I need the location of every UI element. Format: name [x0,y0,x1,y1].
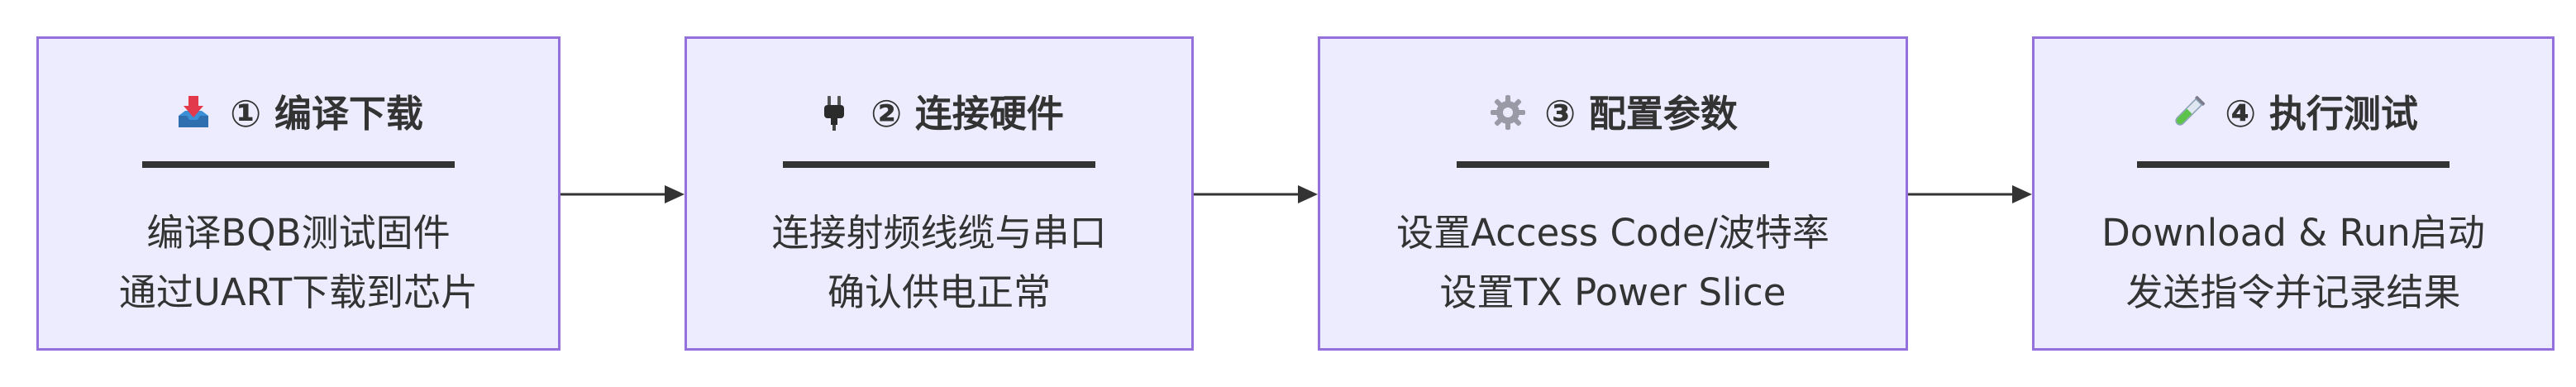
step-title: ③ 配置参数 [1320,84,1906,137]
gear-icon [1488,93,1528,132]
step-title: ① 编译下载 [39,84,558,137]
step-node-configure-parameters: ③ 配置参数 设置Access Code/波特率 设置TX Power Slic… [1318,36,1908,351]
step-description-line: Download & Run启动 [2101,211,2485,255]
edge-step3-step4 [1908,185,2032,203]
title-divider [1457,161,1769,168]
inbox-tray-icon [174,93,213,132]
edge-step1-step2 [561,185,685,203]
step-node-run-test: ④ 执行测试 Download & Run启动 发送指令并记录结果 [2032,36,2555,351]
step-description-line: 确认供电正常 [827,270,1051,314]
step-description-line: 设置TX Power Slice [1439,270,1787,314]
step-node-compile-download: ① 编译下载 编译BQB测试固件 通过UART下载到芯片 [36,36,561,351]
electric-plug-icon [814,93,854,132]
step-description-line: 发送指令并记录结果 [2125,270,2461,314]
step-description-line: 编译BQB测试固件 [146,211,451,255]
step-title: ④ 执行测试 [2035,84,2552,137]
step-description-line: 设置Access Code/波特率 [1396,211,1829,255]
test-tube-icon [2168,93,2208,132]
edge-step2-step3 [1194,185,1318,203]
title-divider [783,161,1095,168]
step-description-line: 连接射频线缆与串口 [771,211,1107,255]
title-divider [2137,161,2450,168]
step-title: ② 连接硬件 [687,84,1191,137]
step-node-connect-hardware: ② 连接硬件 连接射频线缆与串口 确认供电正常 [685,36,1194,351]
step-description-line: 通过UART下载到芯片 [118,270,479,314]
title-divider [142,161,455,168]
